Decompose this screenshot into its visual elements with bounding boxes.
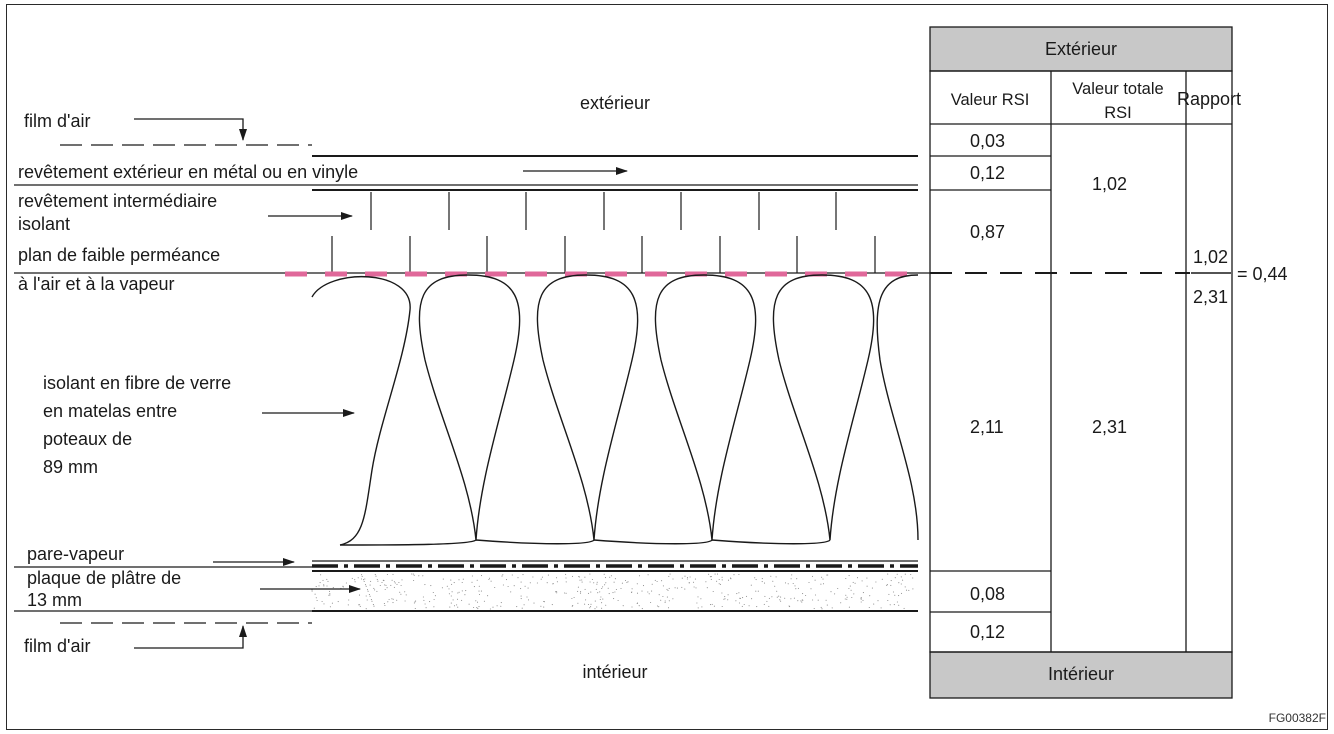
gypsum-label-line2: 13 mm [27, 590, 82, 610]
rsi-value: 0,08 [970, 584, 1005, 604]
col-header-rsi: Valeur RSI [951, 91, 1030, 109]
rsi-value: 0,03 [970, 131, 1005, 151]
table-header-exterior: Extérieur [1045, 39, 1117, 59]
batt-label-line2: en matelas entre [43, 401, 177, 421]
rsi-value: 0,87 [970, 222, 1005, 242]
interior-label: intérieur [582, 662, 647, 682]
sheathing-label-line1: revêtement intermédiaire [18, 191, 217, 211]
batt-insulation [311, 274, 919, 546]
rsi-value: 2,11 [970, 417, 1004, 437]
gypsum-board-stipple [311, 573, 914, 610]
batt-label-line3: poteaux de [43, 429, 132, 449]
vapour-barrier-label: pare-vapeur [27, 544, 124, 564]
ratio-denominator: 2,31 [1193, 287, 1228, 307]
col-header-ratio: Rapport [1177, 89, 1241, 109]
batt-edge-left [311, 275, 411, 546]
sheathing-label-line2: isolant [18, 214, 70, 234]
rsi-value: 0,12 [970, 163, 1005, 183]
air-film-bottom-label: film d'air [24, 636, 90, 656]
air-plane-label-line1: plan de faible perméance [18, 245, 220, 265]
batt-label-line4: 89 mm [43, 457, 98, 477]
batt-lobe-2 [536, 274, 639, 541]
batt-label-line1: isolant en fibre de verre [43, 373, 231, 393]
air-plane-label-line2: à l'air et à la vapeur [18, 274, 175, 294]
cladding-label: revêtement extérieur en métal ou en viny… [18, 162, 358, 182]
insulating-sheathing-ticks [331, 192, 876, 273]
gypsum-label-line1: plaque de plâtre de [27, 568, 181, 588]
batt-lobe-1 [418, 274, 521, 541]
wall-layers [14, 144, 1190, 624]
table-body-frame [929, 70, 1233, 653]
air-film-top-arrow [134, 118, 247, 141]
air-film-top-label: film d'air [24, 111, 90, 131]
batt-lobe-4 [772, 274, 875, 541]
rsi-table: Extérieur Intérieur Valeur RSI Valeur to… [929, 26, 1288, 699]
rsi-value: 0,12 [970, 622, 1005, 642]
air-film-bottom-arrow [134, 625, 247, 649]
col-header-total-line2: RSI [1104, 104, 1132, 122]
ratio-numerator: 1,02 [1193, 247, 1228, 267]
total-rsi-value: 2,31 [1092, 417, 1127, 437]
layer-labels: extérieur intérieur film d'air revêtemen… [14, 93, 650, 682]
rsi-row-dividers [930, 155, 1051, 613]
exterior-label: extérieur [580, 93, 650, 113]
batt-lobe-3 [654, 274, 757, 541]
col-header-total-line1: Valeur totale [1072, 80, 1163, 98]
total-rsi-value: 1,02 [1092, 174, 1127, 194]
table-footer-interior: Intérieur [1048, 664, 1114, 684]
batt-edge-right [876, 274, 919, 541]
table-header-band [929, 26, 1233, 72]
batt-bottom-row [339, 539, 831, 546]
table-footer-band [929, 651, 1233, 699]
figure-frame [6, 4, 1328, 730]
ratio-result: = 0,44 [1237, 264, 1288, 284]
figure-code: FG00382F [1269, 711, 1326, 725]
